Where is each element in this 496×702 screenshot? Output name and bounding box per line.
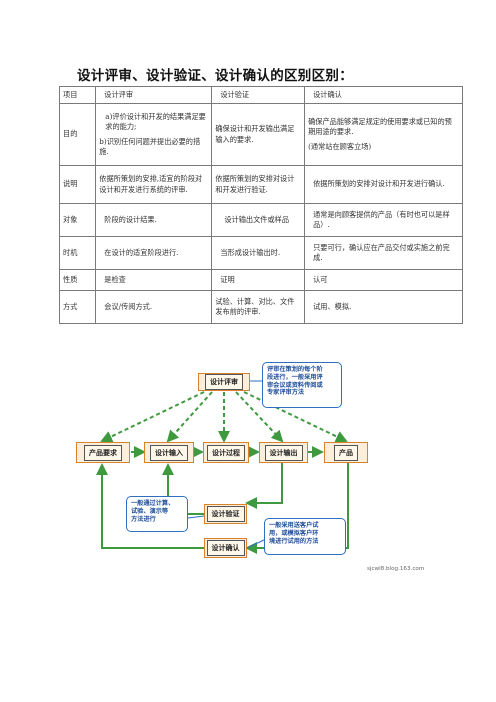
table-row: 时机 在设计的适宜阶段进行. 当形成设计输出时. 只要可行，确认应在产品交付或实… xyxy=(58,236,463,270)
arrow-review-to-product xyxy=(243,391,348,443)
cell-text: 试用、模拟. xyxy=(313,301,352,311)
table-row: 性质 是检查 证明 认可 xyxy=(58,269,463,291)
note-verification-connector xyxy=(187,515,205,519)
cell-text: 通常是向顾客提供的产品（有时也可以是样品）. xyxy=(313,209,450,229)
header-validation: 设计确认 xyxy=(304,86,463,104)
cell-verification: 设计输出文件或样品 xyxy=(211,203,306,237)
note-line: 审会议或资料传阅或 xyxy=(267,381,323,389)
design-verification-box: 设计验证 xyxy=(204,504,247,524)
row-label: 性质 xyxy=(58,269,97,291)
cell-text: 只要可行，确认应在产品交付或实施之前完成. xyxy=(313,242,450,262)
design-validation-label: 设计确认 xyxy=(206,540,245,556)
cell-text: 依据所策划的安排,适宜的阶段对设计和开发进行系统的评审. xyxy=(99,174,203,194)
row-label: 时机 xyxy=(58,236,97,270)
page-title: 设计评审、设计验证、设计确认的区别区别： xyxy=(77,68,353,84)
note-line: 专家评审方法 xyxy=(267,389,305,397)
node-label: 设计输入 xyxy=(150,444,188,461)
note-line: 境进行试用的方法 xyxy=(269,537,319,545)
cell-verification: 试验、计算、对比、文件发布前的评审. xyxy=(211,290,306,324)
node-design-input: 设计输入 xyxy=(144,442,194,463)
cell-text: 会议/传阅方式. xyxy=(104,301,153,311)
design-review-box: 设计评审 xyxy=(198,373,250,391)
cell-review: 会议/传阅方式. xyxy=(95,290,213,324)
table-row: 说明 依据所策划的安排,适宜的阶段对设计和开发进行系统的评审. 依据所策划的安排… xyxy=(58,165,463,204)
row-label: 对象 xyxy=(58,203,97,237)
cell-text: 依据所策划的安排对设计和开发进行确认. xyxy=(313,179,445,189)
header-verification: 设计验证 xyxy=(211,86,306,104)
diagram-arrows xyxy=(96,380,349,554)
cell-review: 阶段的设计结果. xyxy=(95,203,213,237)
note-line: 一般采用送客户试 xyxy=(269,522,319,529)
cell-review: a)评价设计和开发的结果满足要求的能力; b)识别任何问题并提出必要的措施. xyxy=(95,103,213,166)
cell-review: 依据所策划的安排,适宜的阶段对设计和开发进行系统的评审. xyxy=(95,165,213,204)
table-row: 目的 a)评价设计和开发的结果满足要求的能力; b)识别任何问题并提出必要的措施… xyxy=(58,103,463,166)
cell-review: 在设计的适宜阶段进行. xyxy=(95,236,213,270)
cell-review: 是检查 xyxy=(95,269,213,291)
arrow-review-to-requirement xyxy=(100,391,205,443)
cell-validation: 通常是向顾客提供的产品（有时也可以是样品）. xyxy=(304,203,463,237)
node-label: 产品 xyxy=(334,444,358,461)
header-review: 设计评审 xyxy=(95,86,213,104)
design-validation-box: 设计确认 xyxy=(204,538,247,558)
watermark: sjcwl8.blog.163.com xyxy=(367,566,425,572)
node-label: 设计过程 xyxy=(207,444,245,461)
note-line: 方法进行 xyxy=(131,515,156,523)
cell-text: 认可 xyxy=(313,274,328,284)
note-line: 试验、演示等 xyxy=(131,507,169,515)
table-row: 对象 阶段的设计结果. 设计输出文件或样品 通常是向顾客提供的产品（有时也可以是… xyxy=(58,203,463,237)
row-label: 说明 xyxy=(58,165,97,204)
node-label: 产品要求 xyxy=(84,444,122,461)
node-product: 产品 xyxy=(324,442,368,463)
verification-note: 一般通过计算、 试验、演示等 方法进行 xyxy=(126,496,188,532)
table-header-row: 项目 设计评审 设计验证 设计确认 xyxy=(58,86,463,104)
note-line: 评审在策划的每个阶 xyxy=(267,366,323,373)
cell-validation: 确保产品能够满足规定的使用要求或已知的预期用途的要求. (通常站在顾客立场) xyxy=(304,103,463,166)
cell-text: 阶段的设计结果. xyxy=(104,214,157,224)
note-line: 用，或模拟客户环 xyxy=(269,529,319,537)
cell-text: a)评价设计和开发的结果满足要求的能力; xyxy=(105,111,206,132)
table-row: 方式 会议/传阅方式. 试验、计算、对比、文件发布前的评审. 试用、模拟. xyxy=(58,290,463,324)
arrow-output-to-verification xyxy=(245,463,283,509)
cell-validation: 只要可行，确认应在产品交付或实施之前完成. xyxy=(304,236,463,270)
note-line: 段进行，一般采用评 xyxy=(267,373,323,381)
cell-text: 确保产品能够满足规定的使用要求或已知的预期用途的要求. xyxy=(308,116,452,137)
cell-text: 是检查 xyxy=(104,274,126,284)
cell-verification: 依据所策划的安排对设计和开发进行验证. xyxy=(211,165,306,204)
node-design-output: 设计输出 xyxy=(259,442,308,463)
cell-verification: 证明 xyxy=(211,269,306,291)
cell-text: (通常站在顾客立场) xyxy=(308,141,372,151)
header-item: 项目 xyxy=(58,86,97,104)
cell-text: 在设计的适宜阶段进行. xyxy=(104,247,179,257)
row-label: 目的 xyxy=(58,103,97,166)
row-label: 方式 xyxy=(58,290,97,324)
note-validation-connector xyxy=(246,539,265,549)
review-note: 评审在策划的每个阶 段进行，一般采用评 审会议或资料传阅或 专家评审方法 xyxy=(262,362,342,408)
design-review-label: 设计评审 xyxy=(205,374,243,390)
comparison-table: 项目 设计评审 设计验证 设计确认 目的 a)评价设计和开发的结果满足要求的能力… xyxy=(58,86,463,324)
node-design-process: 设计过程 xyxy=(203,442,249,463)
note-line: 一般通过计算、 xyxy=(131,500,175,507)
cell-verification: 当形成设计输出时. xyxy=(211,236,306,270)
cell-text: b)识别任何问题并提出必要的措施. xyxy=(99,136,201,156)
cell-validation: 依据所策划的安排对设计和开发进行确认. xyxy=(304,165,463,204)
cell-validation: 认可 xyxy=(304,269,463,291)
node-label: 设计输出 xyxy=(264,444,303,461)
node-product-requirement: 产品要求 xyxy=(76,442,130,463)
design-verification-label: 设计验证 xyxy=(206,506,245,522)
arrow-validation-to-requirement xyxy=(96,463,204,549)
design-flow-diagram: 设计评审 评审在策划的每个阶 段进行，一般采用评 审会议或资料传阅或 专家评审方… xyxy=(74,362,384,568)
arrow-review-to-output xyxy=(235,391,284,443)
arrow-review-to-input xyxy=(166,391,213,443)
validation-note: 一般采用送客户试 用，或模拟客户环 境进行试用的方法 xyxy=(264,518,346,555)
cell-verification: 确保设计和开发输出满足输入的要求. xyxy=(211,103,306,166)
cell-validation: 试用、模拟. xyxy=(304,290,463,324)
